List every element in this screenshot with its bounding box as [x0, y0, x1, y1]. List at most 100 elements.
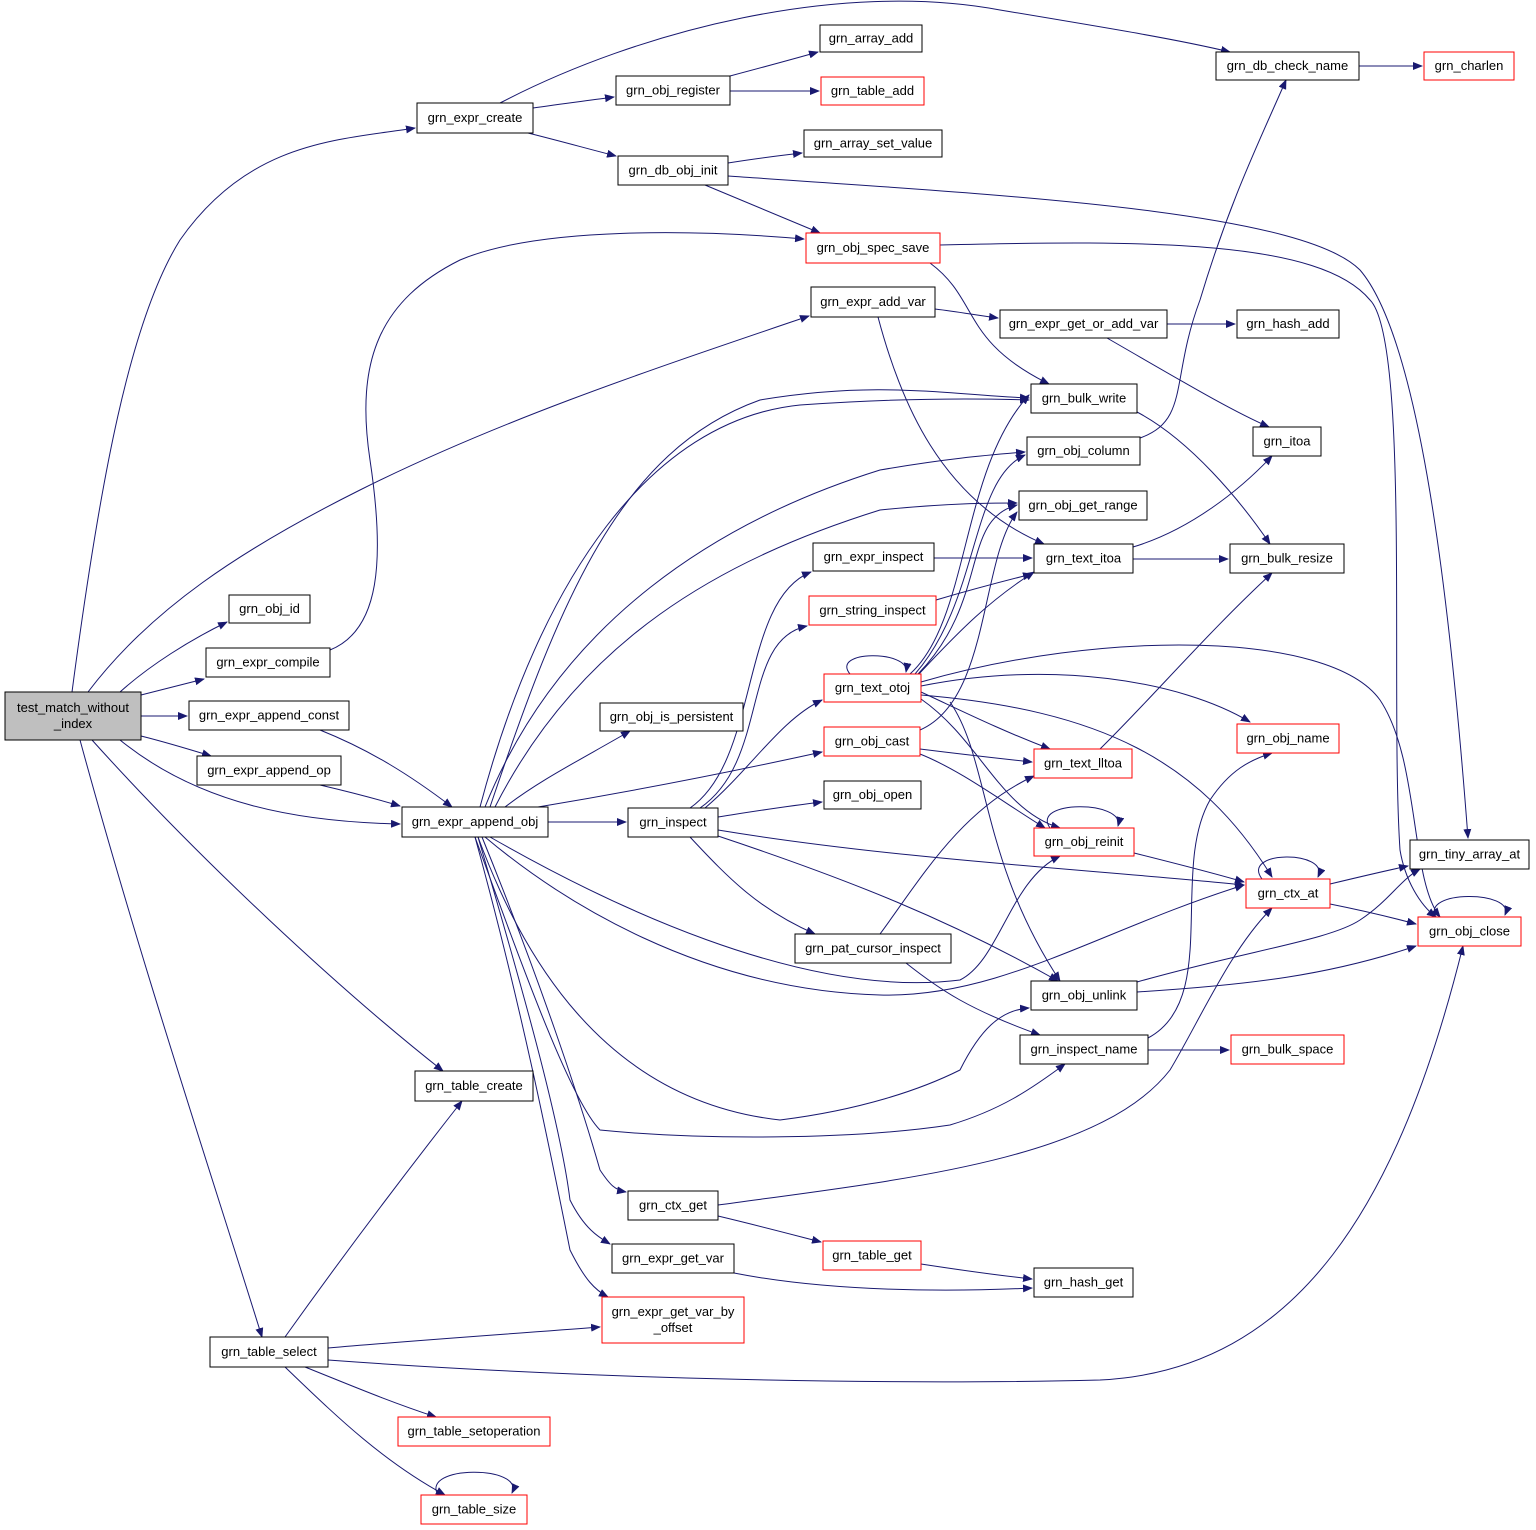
node-label: grn_hash_add	[1246, 316, 1329, 331]
node-db_check_name[interactable]: grn_db_check_name	[1215, 51, 1360, 81]
edge-text_otoj-to-text_itoa	[917, 571, 1035, 676]
edge-root-to-expr_add_var	[87, 315, 810, 693]
node-expr_create[interactable]: grn_expr_create	[416, 102, 534, 134]
node-expr_inspect[interactable]: grn_expr_inspect	[812, 542, 935, 572]
node-obj_column[interactable]: grn_obj_column	[1026, 436, 1141, 466]
node-append_const[interactable]: grn_expr_append_const	[188, 700, 350, 731]
node-label: grn_ctx_at	[1258, 886, 1319, 901]
edge-inspect-to-pat_cursor_inspect	[689, 836, 816, 935]
node-append_obj[interactable]: grn_expr_append_obj	[401, 806, 549, 838]
edge-get_or_add_var-to-itoa	[1106, 337, 1270, 428]
node-box	[820, 76, 925, 106]
node-obj_is_persistent[interactable]: grn_obj_is_persistent	[599, 702, 744, 732]
node-pat_cursor_inspect[interactable]: grn_pat_cursor_inspect	[794, 933, 952, 964]
node-hash_get[interactable]: grn_hash_get	[1033, 1267, 1134, 1298]
edge-root-to-expr_compile	[140, 677, 205, 696]
node-label: grn_expr_create	[428, 110, 523, 125]
node-box	[823, 780, 922, 810]
node-table_create[interactable]: grn_table_create	[414, 1070, 534, 1102]
node-obj_reinit[interactable]: grn_obj_reinit	[1033, 827, 1135, 857]
node-label: grn_inspect_name	[1031, 1042, 1138, 1057]
node-text_otoj[interactable]: grn_text_otoj	[823, 673, 922, 703]
edge-expr_add_var-to-get_or_add_var	[934, 308, 999, 321]
node-box	[1018, 490, 1148, 521]
node-box	[1230, 1034, 1345, 1065]
edge-append_obj-to-bulk_write	[479, 395, 1030, 808]
node-bulk_write[interactable]: grn_bulk_write	[1030, 383, 1138, 414]
node-box	[209, 1336, 329, 1368]
node-get_var_by_offset[interactable]: grn_expr_get_var_by_offset	[601, 1296, 745, 1344]
edges-layer	[71, 0, 1513, 1496]
node-table_size[interactable]: grn_table_size	[420, 1494, 528, 1525]
node-obj_name[interactable]: grn_obj_name	[1236, 723, 1340, 754]
node-box	[1215, 51, 1360, 81]
node-obj_id[interactable]: grn_obj_id	[228, 594, 311, 624]
node-box	[615, 75, 731, 106]
node-box	[823, 673, 922, 703]
node-box	[812, 542, 935, 572]
node-obj_close[interactable]: grn_obj_close	[1417, 916, 1522, 947]
node-bulk_resize[interactable]: grn_bulk_resize	[1229, 543, 1345, 574]
node-text_itoa[interactable]: grn_text_itoa	[1033, 543, 1134, 574]
node-obj_cast[interactable]: grn_obj_cast	[823, 726, 921, 757]
node-bulk_space[interactable]: grn_bulk_space	[1230, 1034, 1345, 1065]
node-get_or_add_var[interactable]: grn_expr_get_or_add_var	[999, 309, 1168, 339]
node-table_setop[interactable]: grn_table_setoperation	[397, 1416, 551, 1447]
node-obj_unlink[interactable]: grn_obj_unlink	[1030, 980, 1138, 1011]
node-label: grn_table_create	[425, 1078, 523, 1093]
node-table_select[interactable]: grn_table_select	[209, 1336, 329, 1368]
node-tiny_array_at[interactable]: grn_tiny_array_at	[1409, 839, 1530, 870]
node-string_inspect[interactable]: grn_string_inspect	[808, 595, 937, 626]
node-box	[4, 691, 142, 741]
node-label: grn_table_select	[221, 1344, 317, 1359]
node-expr_get_var[interactable]: grn_expr_get_var	[611, 1243, 735, 1274]
node-box	[1033, 748, 1133, 779]
node-label: grn_expr_append_obj	[412, 814, 539, 829]
node-expr_add_var[interactable]: grn_expr_add_var	[810, 286, 936, 318]
node-label: grn_obj_id	[239, 601, 300, 616]
node-array_add[interactable]: grn_array_add	[819, 24, 923, 53]
node-hash_add[interactable]: grn_hash_add	[1236, 309, 1340, 339]
node-inspect[interactable]: grn_inspect	[627, 807, 719, 838]
node-array_set_value[interactable]: grn_array_set_value	[803, 129, 943, 158]
edge-append_obj-to-bulk_write	[489, 389, 1030, 808]
node-box	[1030, 980, 1138, 1011]
edge-root-to-obj_id	[119, 621, 228, 693]
node-box	[420, 1494, 528, 1525]
node-append_op[interactable]: grn_expr_append_op	[196, 755, 342, 786]
node-label: grn_obj_reinit	[1045, 834, 1124, 849]
node-table_add[interactable]: grn_table_add	[820, 76, 925, 106]
node-label: grn_hash_get	[1044, 1275, 1124, 1290]
node-inspect_name[interactable]: grn_inspect_name	[1019, 1034, 1149, 1065]
node-obj_open[interactable]: grn_obj_open	[823, 780, 922, 810]
edge-root-to-append_obj	[119, 739, 401, 828]
node-root[interactable]: test_match_without_index	[4, 691, 142, 741]
node-label: grn_expr_compile	[216, 655, 319, 670]
node-label: grn_db_check_name	[1227, 58, 1348, 73]
node-charlen[interactable]: grn_charlen	[1423, 51, 1515, 81]
node-label: test_match_without	[17, 700, 129, 715]
node-text_lltoa[interactable]: grn_text_lltoa	[1033, 748, 1133, 779]
node-box	[819, 24, 923, 53]
node-expr_compile[interactable]: grn_expr_compile	[205, 647, 331, 678]
node-box	[803, 129, 943, 158]
edge-ctx_get-to-ctx_at	[717, 907, 1273, 1206]
edge-text_otoj-to-bulk_write	[909, 394, 1030, 675]
edge-table_select-to-table_setop	[304, 1366, 437, 1419]
node-ctx_get[interactable]: grn_ctx_get	[627, 1190, 719, 1221]
node-label: grn_bulk_resize	[1241, 551, 1333, 566]
edge-table_select-to-obj_close	[327, 945, 1465, 1383]
node-itoa[interactable]: grn_itoa	[1252, 426, 1322, 457]
edge-append_obj-to-ctx_get	[481, 836, 627, 1195]
node-ctx_at[interactable]: grn_ctx_at	[1245, 878, 1331, 909]
node-label: grn_obj_close	[1429, 924, 1510, 939]
node-obj_spec_save[interactable]: grn_obj_spec_save	[805, 232, 941, 264]
node-db_obj_init[interactable]: grn_db_obj_init	[617, 155, 729, 186]
node-obj_register[interactable]: grn_obj_register	[615, 75, 731, 106]
node-obj_get_range[interactable]: grn_obj_get_range	[1018, 490, 1148, 521]
node-table_get[interactable]: grn_table_get	[822, 1240, 922, 1271]
node-label: grn_expr_append_const	[199, 708, 340, 723]
node-box	[1417, 916, 1522, 947]
node-label: grn_table_size	[432, 1502, 517, 1517]
node-box	[1033, 543, 1134, 574]
